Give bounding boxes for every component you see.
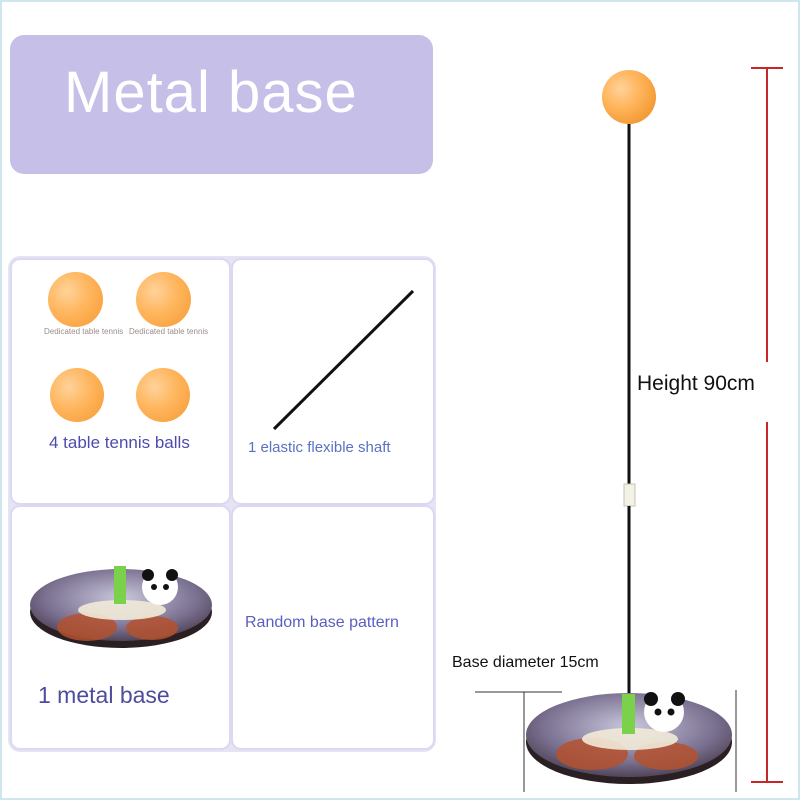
product-image — [526, 70, 732, 784]
pattern-caption: Random base pattern — [245, 614, 399, 631]
ball-label: Dedicated table tennis — [44, 327, 124, 336]
ball-image — [48, 272, 103, 327]
ball-label: Dedicated table tennis — [129, 327, 209, 336]
balls-caption: 4 table tennis balls — [49, 433, 190, 452]
diameter-dimension-line — [475, 690, 737, 792]
ball-image — [50, 368, 104, 422]
ball-image — [136, 272, 191, 327]
banner-title: Metal base — [64, 60, 358, 125]
shaft-image — [272, 289, 415, 431]
base-caption: 1 metal base — [38, 682, 170, 708]
shaft-caption: 1 elastic flexible shaft — [248, 439, 391, 456]
height-dimension-line — [751, 67, 783, 783]
title-banner — [10, 35, 433, 174]
diameter-label: Base diameter 15cm — [452, 654, 599, 671]
height-label: Height 90cm — [637, 372, 755, 395]
cell-pattern — [231, 505, 435, 750]
metal-base-image — [30, 566, 212, 648]
ball-image — [136, 368, 190, 422]
cell-balls — [10, 258, 231, 505]
cell-shaft — [231, 258, 435, 505]
